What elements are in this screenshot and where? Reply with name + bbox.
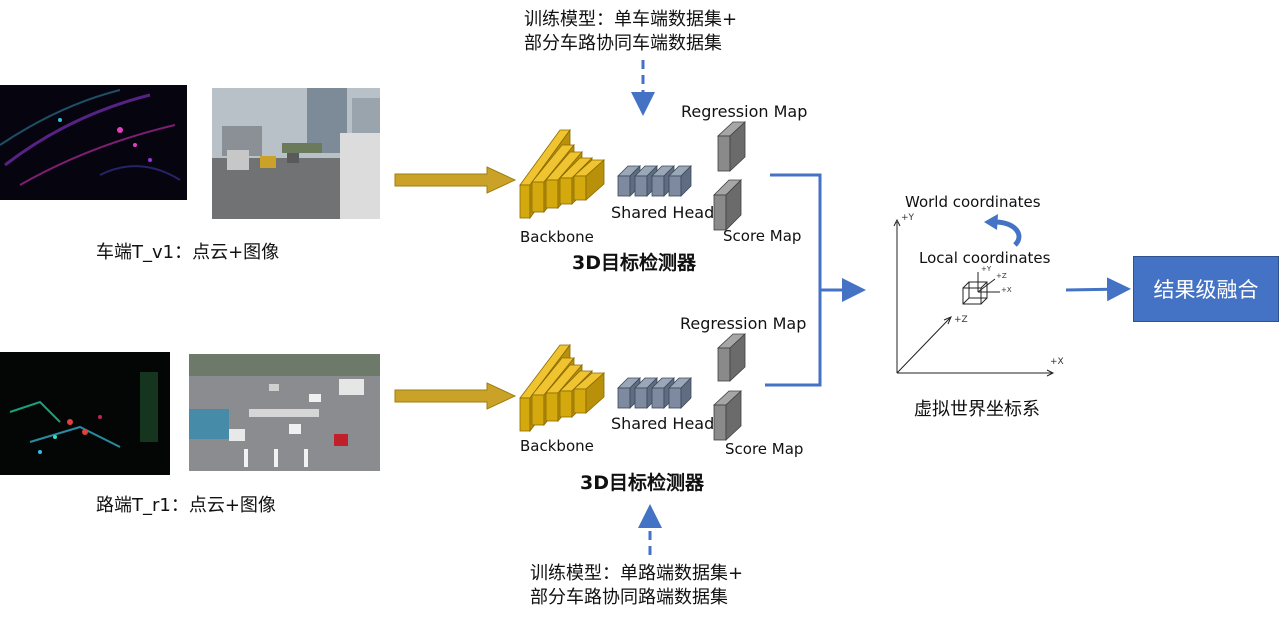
bottom-training-note-line2: 部分车路协同路端数据集 [530, 587, 728, 608]
top-score-map-label: Score Map [723, 227, 802, 245]
bottom-backbone-label: Backbone [520, 437, 594, 455]
top-shared-head-label: Shared Head [611, 203, 715, 222]
road-point-cloud-image [0, 352, 170, 475]
vehicle-camera-image [212, 88, 380, 219]
world-caption: 虚拟世界坐标系 [914, 399, 1040, 420]
vehicle-caption: 车端T_v1：点云+图像 [96, 242, 280, 263]
bottom-regression-map-block [716, 333, 747, 382]
top-shared-head-blocks [617, 165, 692, 197]
bottom-score-map-block [712, 390, 743, 441]
local-cube [962, 272, 1000, 305]
local-axis-x-label: +X [1001, 286, 1012, 294]
bottom-regression-map-label: Regression Map [680, 314, 807, 333]
vehicle-point-cloud-image [0, 85, 187, 200]
top-backbone-layers [519, 128, 606, 220]
world-axes [893, 218, 1055, 377]
top-training-note: 训练模型：单车端数据集+ 部分车路协同车端数据集 [524, 8, 737, 56]
bottom-score-map-label: Score Map [725, 440, 804, 458]
bottom-shared-head-label: Shared Head [611, 414, 715, 433]
top-regression-map-block [716, 121, 747, 172]
vehicle-input-arrow [394, 166, 517, 194]
bottom-training-note-line1: 训练模型：单路端数据集+ [530, 563, 744, 584]
bottom-detector-title: 3D目标检测器 [580, 472, 704, 494]
top-training-note-line1: 训练模型：单车端数据集+ [524, 9, 738, 30]
road-input-arrow [394, 382, 517, 410]
top-backbone-label: Backbone [520, 228, 594, 246]
world-coordinates-label: World coordinates [905, 193, 1041, 211]
local-to-world-curved-arrow [994, 219, 1022, 247]
top-score-map-block [713, 179, 742, 231]
world-axis-y-label: +Y [901, 213, 915, 223]
bottom-backbone-layers [519, 343, 606, 433]
fusion-arrow [1065, 277, 1131, 302]
fusion-box: 结果级融合 [1133, 256, 1279, 322]
merge-connector [765, 173, 866, 387]
top-detector-title: 3D目标检测器 [572, 252, 696, 274]
bottom-training-note: 训练模型：单路端数据集+ 部分车路协同路端数据集 [530, 562, 743, 610]
bottom-shared-head-blocks [617, 377, 692, 409]
top-regression-map-label: Regression Map [681, 102, 808, 121]
local-coordinates-label: Local coordinates [919, 249, 1051, 267]
road-caption: 路端T_r1：点云+图像 [96, 495, 276, 516]
local-axis-y-label: +Y [981, 265, 992, 273]
fusion-label: 结果级融合 [1153, 278, 1259, 302]
world-axis-x-label: +X [1050, 357, 1064, 367]
world-axis-z-label: +Z [954, 315, 968, 325]
top-training-note-line2: 部分车路协同车端数据集 [524, 33, 722, 54]
road-camera-image [189, 354, 380, 471]
local-axis-z-label: +Z [996, 272, 1007, 280]
